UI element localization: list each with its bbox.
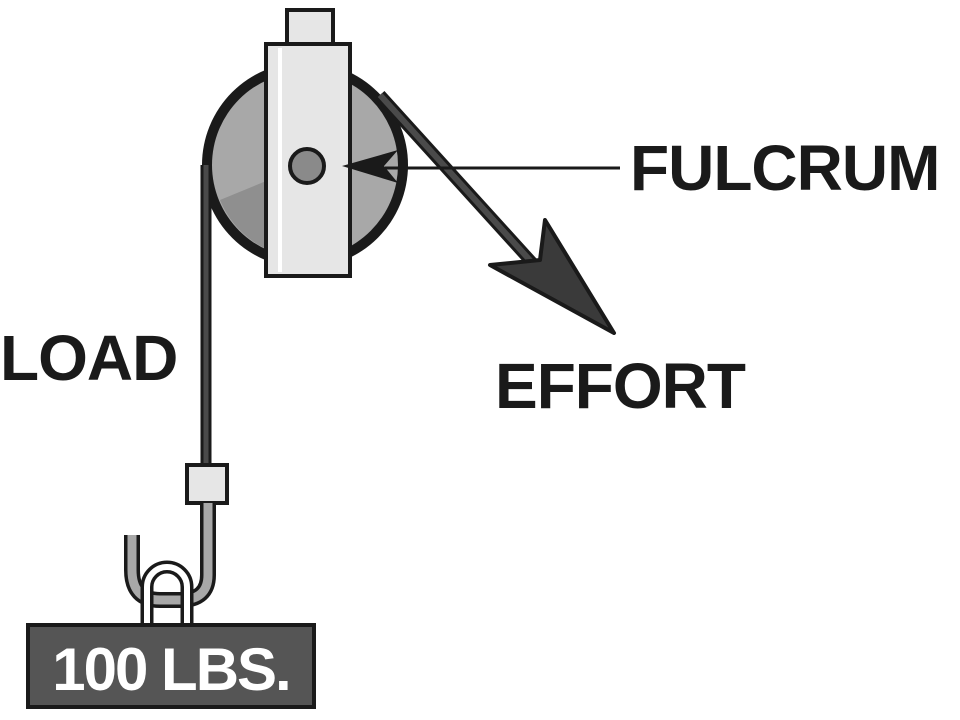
effort-arrow xyxy=(375,90,616,335)
rope-clamp xyxy=(185,463,229,505)
fulcrum-pointer xyxy=(342,150,620,183)
fulcrum-label: FULCRUM xyxy=(630,132,939,204)
mount-stub xyxy=(285,8,335,48)
axle xyxy=(288,147,326,185)
weight-block xyxy=(26,623,316,709)
weight-label: 100 LBS. xyxy=(52,636,289,703)
effort-label: EFFORT xyxy=(495,350,746,422)
load-label: LOAD xyxy=(0,322,177,394)
